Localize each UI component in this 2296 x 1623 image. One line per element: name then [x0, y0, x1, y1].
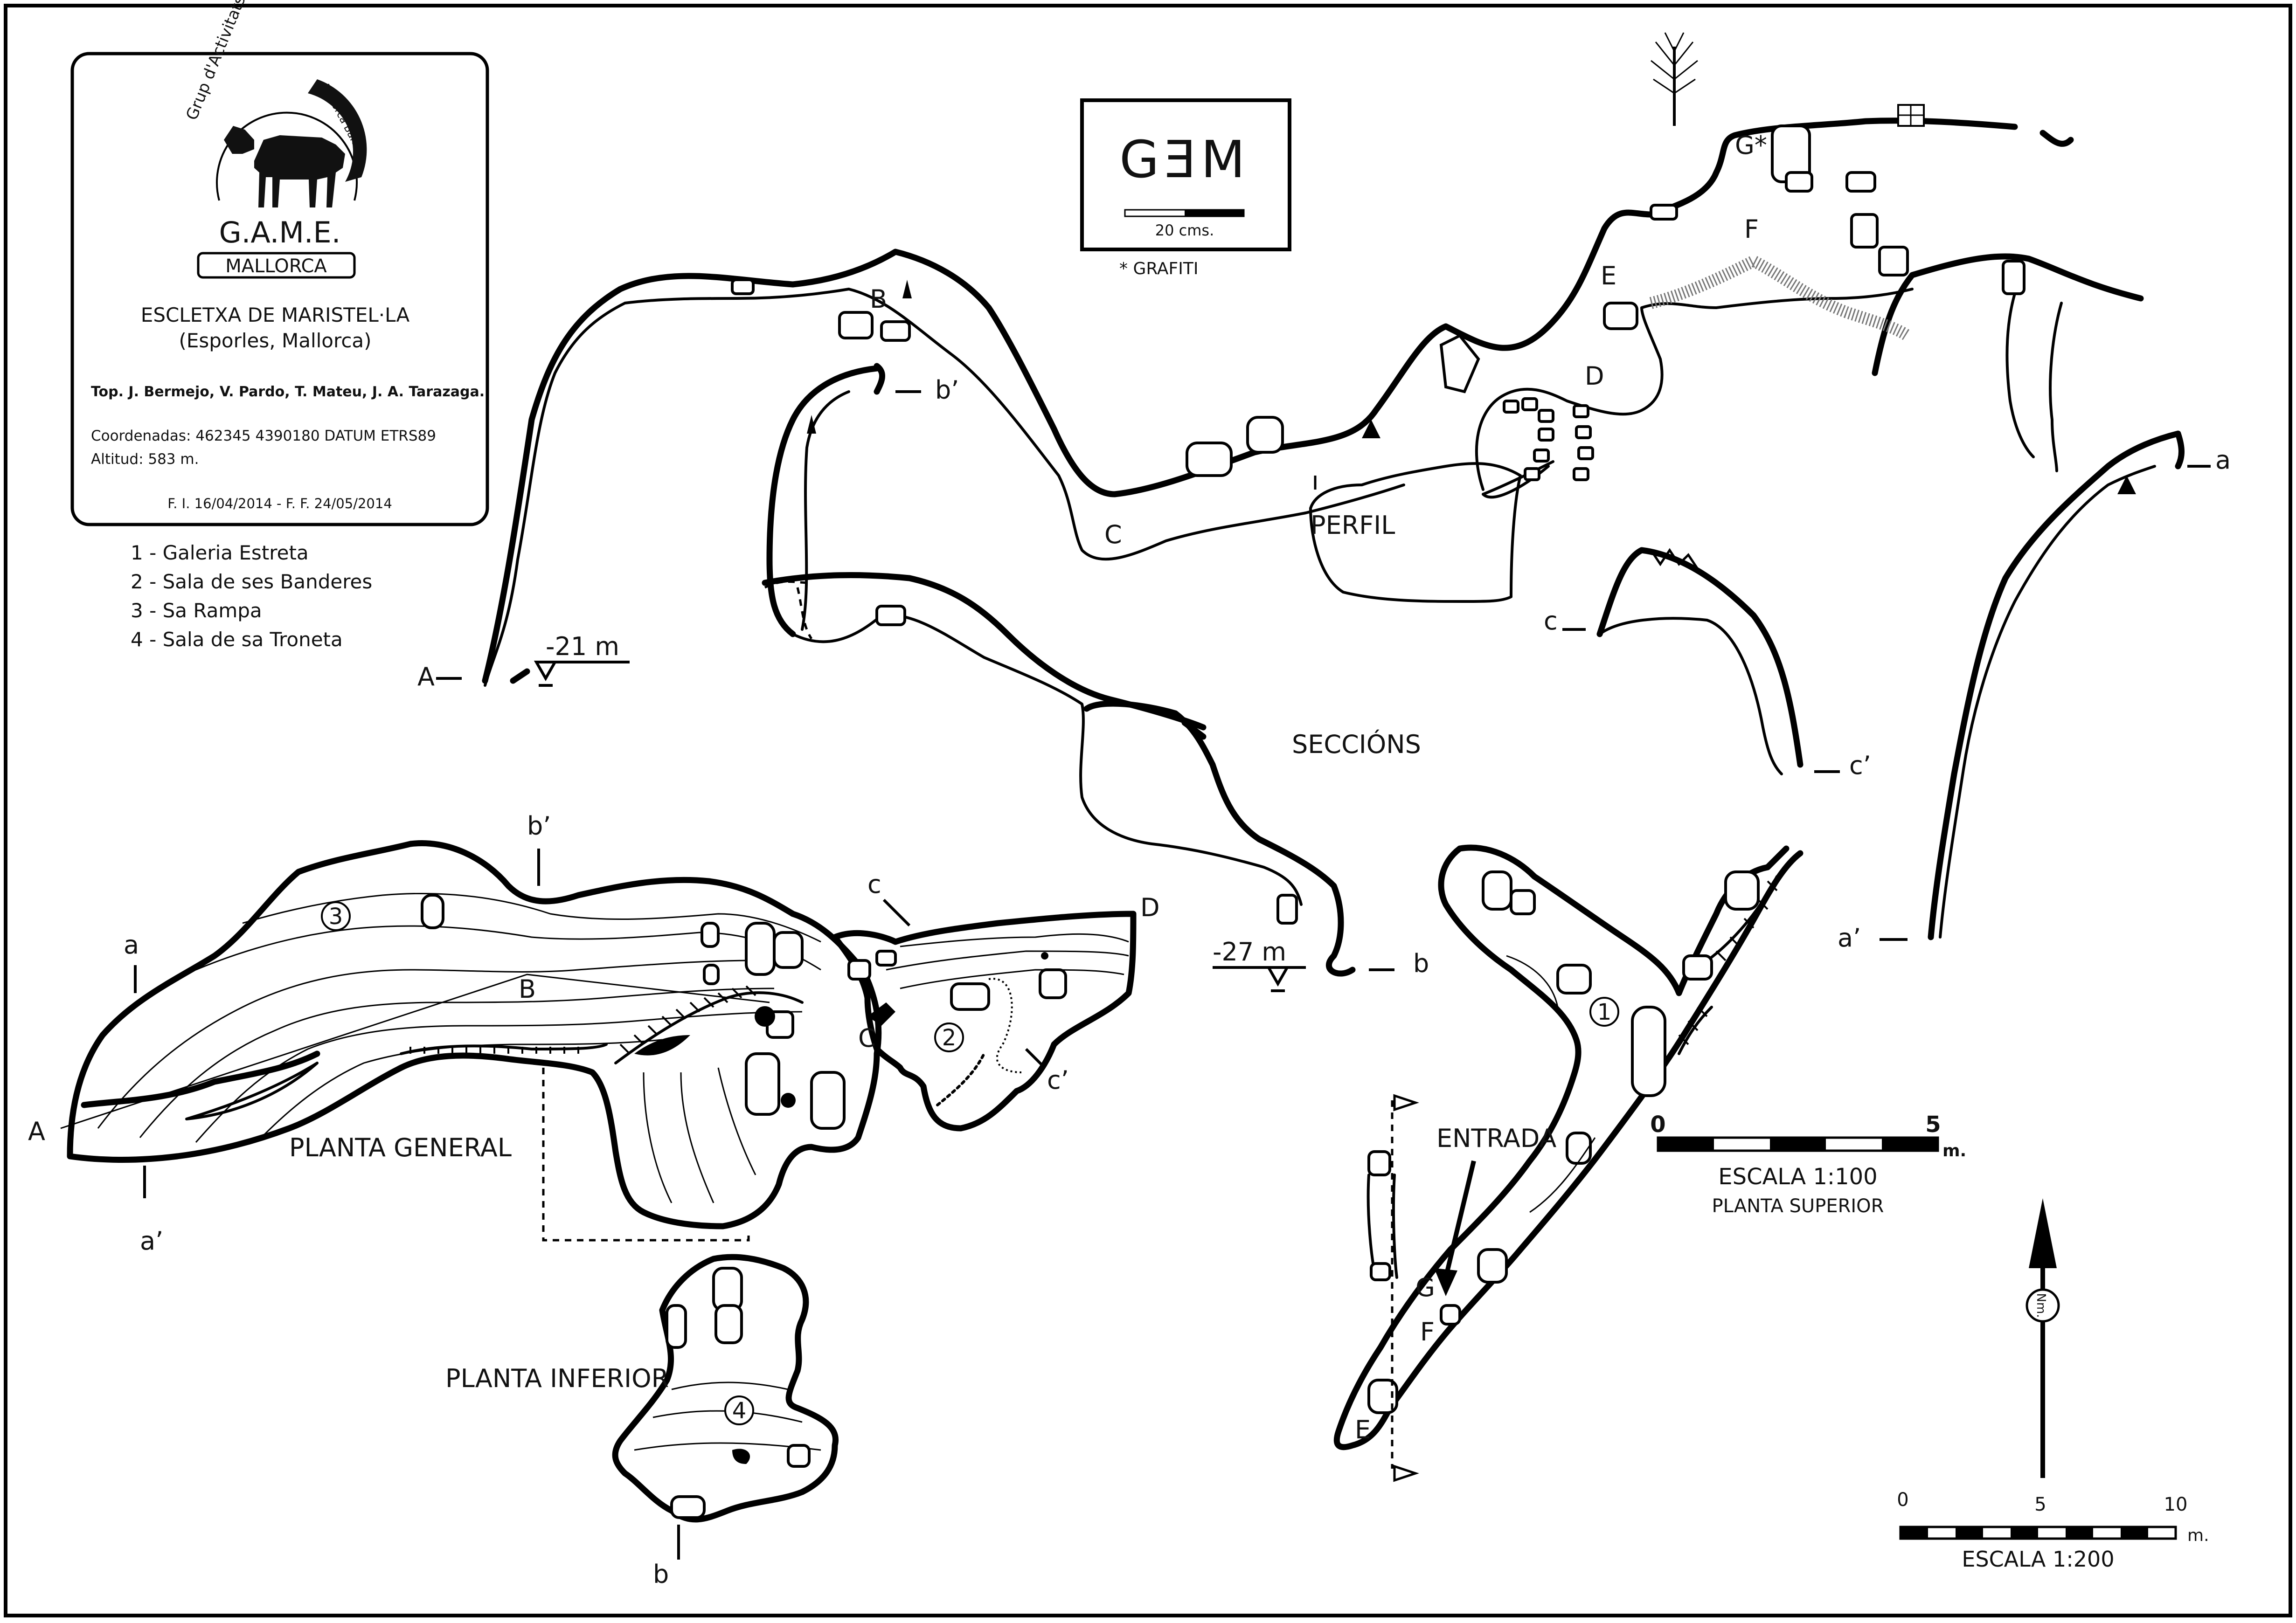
point-c-prime: c’	[1047, 1065, 1069, 1095]
room-number-4: 4	[732, 1398, 747, 1424]
logo-title: G.A.M.E.	[219, 215, 341, 249]
point-D: D	[1585, 361, 1604, 391]
legend-item: 3 - Sa Rampa	[131, 599, 262, 622]
general-plan-view: PLANTA GENERAL A B a a’ b’ 3 c c’ C D 2	[28, 811, 1160, 1256]
scale-general-start: 0	[1897, 1489, 1908, 1511]
room-number-3: 3	[329, 904, 343, 930]
point-b-prime: b’	[527, 811, 551, 841]
point-b: b	[1413, 949, 1429, 978]
scale-general-unit: m.	[2187, 1526, 2209, 1545]
point-D: D	[1140, 893, 1160, 922]
house-icon	[1897, 104, 1925, 127]
sheet-border	[4, 4, 2292, 1617]
tree-icon	[1651, 32, 1698, 126]
scale-upper-start: 0	[1650, 1112, 1665, 1138]
upper-plan-view: 1 E F G ENTRADA	[1333, 844, 1804, 1482]
graffiti-box: GƎM 20 cms. * GRAFITI	[1080, 98, 1291, 278]
scale-general-ratio: ESCALA 1:200	[1962, 1547, 2114, 1572]
logo-subtitle: MALLORCA	[225, 256, 327, 277]
depth-marker: -27 m	[1213, 937, 1306, 992]
point-C: C	[858, 1023, 876, 1053]
point-C: C	[1104, 520, 1122, 549]
label-planta-inferior: PLANTA INFERIOR	[445, 1364, 669, 1393]
room-number-2: 2	[942, 1025, 957, 1051]
graffiti-scale-label: 20 cms.	[1155, 221, 1214, 239]
topographers: Top. J. Bermejo, V. Pardo, T. Mateu, J. …	[91, 384, 485, 400]
point-a-prime: a’	[1838, 923, 1861, 953]
point-F: F	[1744, 214, 1759, 244]
point-G-star: G*	[1735, 131, 1767, 160]
scale-upper-ratio: ESCALA 1:100	[1718, 1164, 1877, 1190]
point-A: A	[28, 1117, 45, 1146]
label-planta-general: PLANTA GENERAL	[289, 1133, 512, 1162]
cave-name: ESCLETXA DE MARISTEL·LA	[141, 304, 410, 326]
point-b: b	[653, 1560, 669, 1589]
point-a-prime: a’	[140, 1226, 163, 1256]
scale-bar-upper: 0 5 m. ESCALA 1:100 PLANTA SUPERIOR	[1650, 1112, 1966, 1217]
coordinates: Coordenadas: 462345 4390180 DATUM ETRS89	[91, 428, 436, 444]
point-E: E	[1601, 261, 1616, 290]
dry-stone-wall	[1503, 397, 1594, 481]
north-label: Nm.	[2034, 1293, 2048, 1318]
scale-general-end: 10	[2164, 1494, 2188, 1515]
point-B: B	[519, 974, 536, 1004]
scale-general-mid: 5	[2034, 1494, 2046, 1515]
graffiti-note: * GRAFITI	[1119, 259, 1198, 278]
point-F: F	[1420, 1317, 1435, 1347]
altitude: Altitud: 583 m.	[91, 451, 199, 468]
point-E: E	[1355, 1415, 1371, 1444]
graffiti-text: GƎM	[1119, 130, 1250, 189]
label-seccions: SECCIÓNS	[1292, 730, 1421, 759]
point-B: B	[870, 284, 887, 314]
depth-label: -27 m	[1213, 937, 1286, 967]
legend-item: 4 - Sala de sa Troneta	[131, 628, 343, 651]
point-c: c	[1544, 606, 1558, 635]
point-b-prime: b’	[935, 375, 959, 405]
point-A: A	[417, 662, 435, 691]
profile-view: PERFIL B C D E F G* A -21 m	[417, 32, 2144, 977]
survey-dates: F. I. 16/04/2014 - F. F. 24/05/2014	[167, 496, 392, 511]
point-a: a	[2215, 445, 2231, 475]
north-arrow: Nm.	[2025, 1198, 2060, 1478]
legend-item: 1 - Galeria Estreta	[131, 541, 309, 564]
depth-marker: -21 m	[534, 632, 630, 687]
label-entrada: ENTRADA	[1436, 1124, 1556, 1153]
legend-item: 2 - Sala de ses Banderes	[131, 570, 372, 593]
lower-plan-view: PLANTA INFERIOR 4 b	[445, 1254, 839, 1589]
room-legend: 1 - Galeria Estreta 2 - Sala de ses Band…	[131, 541, 372, 651]
cave-location: (Esporles, Mallorca)	[179, 329, 371, 352]
depth-label: -21 m	[546, 632, 619, 661]
label-perfil: PERFIL	[1311, 511, 1395, 540]
scale-upper-caption: PLANTA SUPERIOR	[1712, 1195, 1884, 1217]
point-c-prime: c’	[1849, 751, 1871, 780]
goat-icon	[224, 126, 345, 207]
scale-bar-general: 0 5 10 m. ESCALA 1:200	[1897, 1489, 2209, 1572]
point-G: G	[1415, 1273, 1435, 1302]
point-c: c	[867, 870, 881, 899]
sections-view: SECCIÓNS b’ b -27 m c c’ a a’	[895, 375, 2231, 992]
point-a: a	[124, 930, 139, 960]
title-box: Grup d'Activitats de Muntanya i Espeleo …	[70, 0, 489, 526]
room-number-1: 1	[1597, 999, 1612, 1025]
scale-upper-end: 5	[1925, 1112, 1941, 1138]
scale-upper-unit: m.	[1942, 1141, 1966, 1160]
